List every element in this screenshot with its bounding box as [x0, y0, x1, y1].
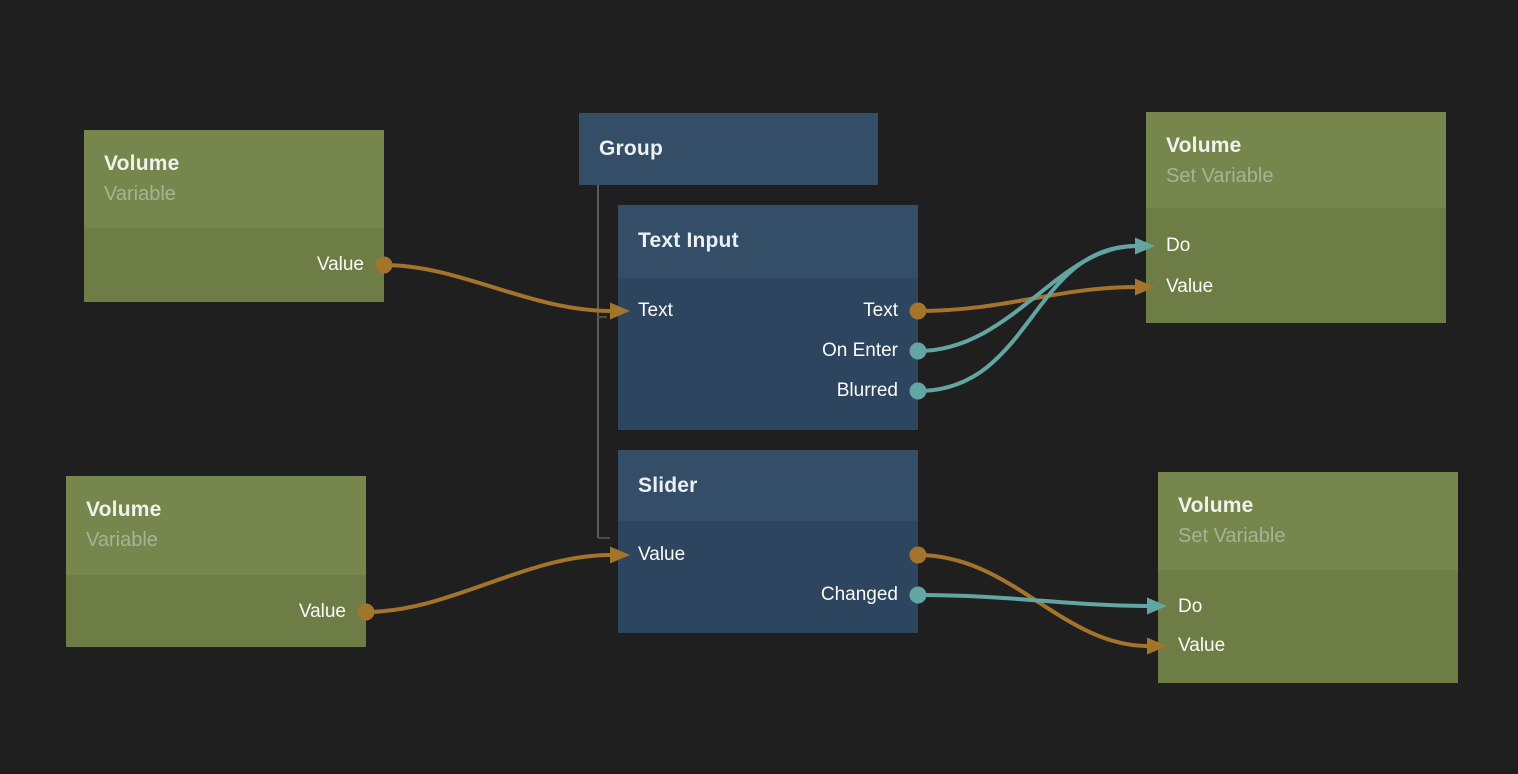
node-volume-variable-bottom[interactable]: Volume Variable Value [66, 476, 366, 647]
input-arrow-set-variable-top-value[interactable] [1135, 278, 1155, 296]
wire-volume-bottom-value-to-slider[interactable] [364, 553, 613, 614]
node-volume-variable-top[interactable]: Volume Variable Value [84, 130, 384, 302]
output-port-text-input-blurred[interactable] [909, 382, 927, 400]
wire-changed-to-set-variable-bottom-do[interactable] [916, 593, 1150, 608]
node-subtitle: Variable [86, 529, 158, 551]
node-subtitle: Set Variable [1178, 525, 1286, 547]
wire-text-output-to-set-variable-top-value[interactable] [916, 285, 1138, 313]
input-arrow-set-variable-bottom-value[interactable] [1147, 637, 1167, 655]
node-subtitle: Variable [104, 183, 176, 205]
input-arrow-text-input-text[interactable] [610, 302, 630, 320]
output-port-text-input-on-enter[interactable] [909, 342, 927, 360]
node-title: Volume [1166, 134, 1242, 157]
port-label-value-output: Value [298, 601, 346, 622]
port-label-do-input: Do [1178, 596, 1203, 617]
input-arrow-set-variable-top-do[interactable] [1135, 237, 1155, 255]
node-title: Volume [1178, 494, 1254, 517]
node-body [1158, 570, 1458, 683]
output-port-slider-value[interactable] [909, 546, 927, 564]
node-volume-set-variable-top[interactable]: Volume Set Variable Do Value [1146, 112, 1446, 323]
node-body [84, 228, 384, 302]
port-label-value-output: Value [316, 254, 364, 275]
node-volume-set-variable-bottom[interactable]: Volume Set Variable Do Value [1158, 472, 1458, 683]
port-label-value-input: Value [638, 544, 686, 565]
node-title: Text Input [638, 229, 739, 252]
port-label-value-input: Value [1166, 276, 1214, 297]
node-header: Group [599, 136, 866, 162]
node-text-input[interactable]: Text Input Text Text On Enter Blurred [618, 205, 918, 430]
node-title: Volume [104, 152, 180, 175]
node-header: Volume Variable [104, 151, 372, 206]
input-arrow-set-variable-bottom-do[interactable] [1147, 597, 1167, 615]
node-title: Group [599, 137, 663, 160]
node-header: Volume Set Variable [1178, 493, 1446, 548]
node-group[interactable]: Group [579, 113, 878, 185]
wire-volume-top-value-to-text-input[interactable] [382, 263, 613, 313]
node-body [66, 575, 366, 647]
node-body [1146, 208, 1446, 323]
port-label-changed-output: Changed [820, 584, 898, 605]
node-body [618, 278, 918, 430]
node-header: Volume Set Variable [1166, 133, 1434, 188]
node-header: Slider [638, 473, 906, 499]
node-body [618, 521, 918, 633]
node-subtitle: Set Variable [1166, 165, 1274, 187]
output-port-text-input-text[interactable] [909, 302, 927, 320]
node-title: Slider [638, 474, 698, 497]
port-label-on-enter-output: On Enter [821, 340, 898, 361]
output-port-volume-top-value[interactable] [375, 256, 393, 274]
output-port-slider-changed[interactable] [909, 586, 927, 604]
port-label-value-input: Value [1178, 635, 1226, 656]
port-label-do-input: Do [1166, 235, 1191, 256]
node-header: Text Input [638, 228, 906, 254]
port-label-text-input: Text [638, 300, 673, 321]
node-header: Volume Variable [86, 497, 354, 552]
input-arrow-slider-value[interactable] [610, 546, 630, 564]
port-label-text-output: Text [863, 300, 898, 321]
port-label-blurred-output: Blurred [836, 380, 898, 401]
output-port-volume-bottom-value[interactable] [357, 603, 375, 621]
node-title: Volume [86, 498, 162, 521]
node-slider[interactable]: Slider Value Changed [618, 450, 918, 633]
wire-blurred-to-set-variable-top-do[interactable] [916, 244, 1138, 393]
